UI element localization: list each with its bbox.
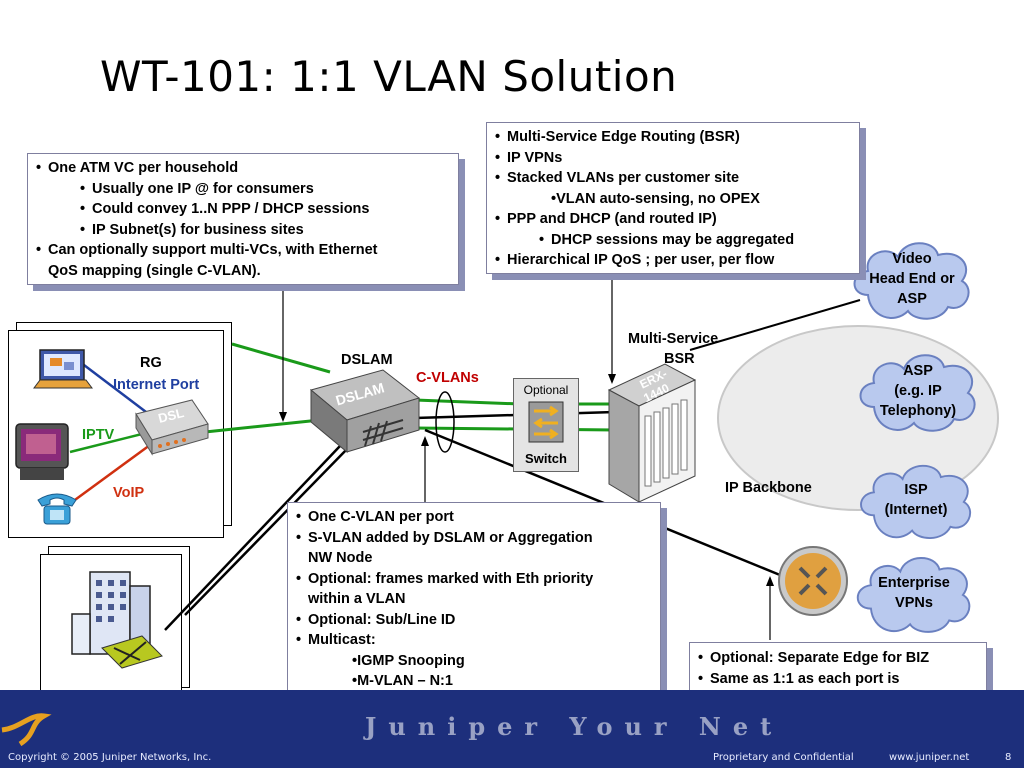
cloud-enterprise-text: Enterprise VPNs bbox=[878, 575, 950, 611]
voip-label: VoIP bbox=[113, 485, 145, 501]
laptop-icon bbox=[33, 349, 93, 389]
footer-confidential: Proprietary and Confidential bbox=[713, 752, 854, 763]
bullet-item: Optional: Sub/Line ID bbox=[294, 610, 654, 631]
cloud-isp-text: ISP (Internet) bbox=[884, 482, 948, 518]
page-title: WT-101: 1:1 VLAN Solution bbox=[100, 52, 678, 101]
bullet-item: •IGMP Snooping bbox=[352, 652, 465, 669]
bullet-item: PPP and DHCP (and routed IP) bbox=[493, 209, 853, 230]
dslam-device: DSLAM bbox=[305, 368, 425, 454]
bullet-item: Optional: frames marked with Eth priorit… bbox=[294, 569, 654, 590]
footer-page-number: 8 bbox=[1005, 752, 1012, 763]
bullet-item: Same as 1:1 as each port is bbox=[696, 669, 980, 690]
cvlans-label: C-VLANs bbox=[416, 370, 479, 386]
cloud-video-text: Video Head End or ASP bbox=[869, 251, 955, 307]
tv-icon bbox=[15, 423, 69, 480]
bullet-item: Optional: Separate Edge for BIZ bbox=[696, 648, 980, 669]
bullet-item: Hierarchical IP QoS ; per user, per flow bbox=[493, 250, 853, 271]
msbsr-label-1: Multi-Service bbox=[628, 331, 719, 347]
ip-backbone-label: IP Backbone bbox=[725, 480, 812, 496]
bullet-item: within a VLAN bbox=[308, 591, 406, 607]
erx-router: ERX- 1440 bbox=[605, 362, 697, 504]
bullet-item: QoS mapping (single C-VLAN). bbox=[48, 262, 261, 279]
footer-url: www.juniper.net bbox=[889, 752, 970, 763]
bullet-item: DHCP sessions may be aggregated bbox=[493, 230, 853, 251]
bullet-item: Multi-Service Edge Routing (BSR) bbox=[493, 127, 853, 148]
switch-label: Switch bbox=[525, 451, 567, 466]
msbsr-label-2: BSR bbox=[664, 351, 695, 367]
footer-copyright: Copyright © 2005 Juniper Networks, Inc. bbox=[8, 752, 212, 763]
cloud-asp-text: ASP (e.g. IP Telephony) bbox=[879, 363, 957, 419]
bullet-item: S-VLAN added by DSLAM or Aggregation bbox=[294, 528, 654, 549]
callout-household: One ATM VC per householdUsually one IP @… bbox=[27, 153, 459, 285]
cloud-video: Video Head End or ASP bbox=[848, 233, 976, 325]
dslam-label: DSLAM bbox=[341, 352, 393, 368]
bullet-item: •VLAN auto-sensing, no OPEX bbox=[551, 190, 760, 207]
bullet-item: Stacked VLANs per customer site bbox=[493, 168, 853, 189]
callout-bsr: Multi-Service Edge Routing (BSR)IP VPNsS… bbox=[486, 122, 860, 274]
cloud-isp: ISP (Internet) bbox=[852, 456, 980, 544]
switch-icon bbox=[528, 401, 564, 443]
cloud-asp: ASP (e.g. IP Telephony) bbox=[852, 345, 984, 437]
bullet-item: Usually one IP @ for consumers bbox=[34, 179, 452, 200]
rg-label: RG bbox=[140, 355, 162, 371]
bullet-item: IP Subnet(s) for business sites bbox=[34, 220, 452, 241]
footer-brand: Juniper Your Net bbox=[365, 712, 784, 741]
phone-icon bbox=[37, 493, 77, 525]
bullet-item: Multicast: bbox=[294, 630, 654, 651]
bullet-item: Can optionally support multi-VCs, with E… bbox=[34, 240, 452, 261]
bullet-item: One C-VLAN per port bbox=[294, 507, 654, 528]
optional-label: Optional bbox=[523, 383, 569, 397]
office-building-icon bbox=[71, 571, 163, 669]
internet-port-label: Internet Port bbox=[113, 377, 200, 393]
bullet-item: •M-VLAN – N:1 bbox=[352, 673, 453, 689]
bullet-item: One ATM VC per household bbox=[34, 158, 452, 179]
iptv-label: IPTV bbox=[82, 427, 115, 443]
footer-bar: Juniper Your Net Copyright © 2005 Junipe… bbox=[0, 690, 1024, 768]
router-icon bbox=[778, 546, 848, 616]
bullet-item: IP VPNs bbox=[493, 148, 853, 169]
dsl-modem: DSL bbox=[130, 398, 210, 456]
callout-cvlan: One C-VLAN per portS-VLAN added by DSLAM… bbox=[287, 502, 661, 716]
bullet-item: NW Node bbox=[308, 550, 373, 566]
bullet-item: Could convey 1..N PPP / DHCP sessions bbox=[34, 199, 452, 220]
cloud-enterprise: Enterprise VPNs bbox=[850, 548, 978, 638]
optional-switch: Optional Switch bbox=[513, 378, 579, 472]
juniper-swoosh-icon bbox=[1, 713, 52, 747]
